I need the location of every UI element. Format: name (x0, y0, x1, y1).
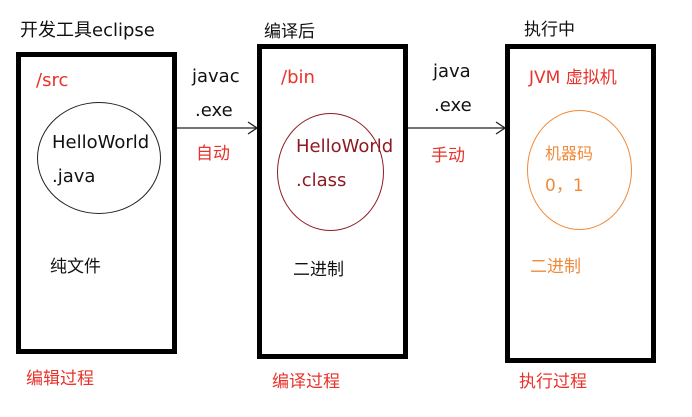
stage1-header: 开发工具eclipse (20, 20, 155, 41)
stage3-type: 二进制 (530, 257, 581, 277)
stage2-dir: /bin (281, 67, 315, 88)
arrow1-label-line2: .exe (195, 100, 233, 121)
stage1-ellipse (37, 102, 161, 214)
stage1-dir: /src (36, 70, 69, 91)
stage3-box (505, 44, 656, 363)
arrow2-label-line1: java (433, 61, 471, 82)
arrow1-mode: 自动 (196, 144, 230, 164)
arrow2-head (495, 121, 507, 135)
stage3-header: 执行中 (524, 20, 575, 40)
arrow2-label-line2: .exe (434, 95, 472, 116)
stage3-code-value: 0，1 (545, 176, 584, 196)
stage1-box (16, 52, 177, 354)
arrow2-mode: 手动 (431, 146, 465, 166)
arrow1-head (247, 121, 259, 135)
stage3-process: 执行过程 (519, 372, 587, 392)
stage2-box (257, 44, 408, 359)
stage2-ellipse (277, 113, 384, 231)
stage2-type: 二进制 (293, 260, 344, 280)
stage1-type: 纯文件 (50, 257, 101, 277)
stage3-code-label: 机器码 (545, 144, 594, 163)
stage1-file-name: HelloWorld (52, 132, 150, 153)
stage1-file-ext: .java (52, 166, 96, 187)
stage2-file-ext: .class (296, 170, 347, 191)
stage1-process: 编辑过程 (26, 369, 94, 389)
stage2-process: 编译过程 (272, 372, 340, 392)
stage3-dir: JVM 虚拟机 (529, 68, 617, 88)
stage2-file-name: HelloWorld (296, 136, 394, 157)
stage2-header: 编译后 (264, 22, 315, 42)
stage3-ellipse (527, 110, 632, 230)
arrow1-label-line1: javac (192, 66, 240, 87)
